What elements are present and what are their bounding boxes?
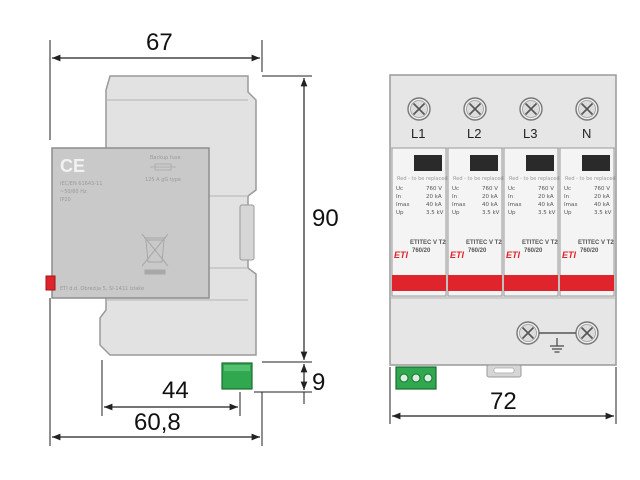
svg-text:Uc: Uc xyxy=(508,186,515,192)
terminal-block-front xyxy=(395,366,437,390)
svg-text:Imax: Imax xyxy=(396,202,410,208)
svg-text:3.5 kV: 3.5 kV xyxy=(426,210,444,216)
svg-text:Up: Up xyxy=(508,210,516,216)
side-view: CE Backup fuse 125 A gG type IEC/EN 6164… xyxy=(45,29,339,446)
terminal-label-n: N xyxy=(582,126,591,141)
svg-text:760 V: 760 V xyxy=(426,186,442,192)
ground-icon xyxy=(550,338,564,353)
eti-logo: ETI xyxy=(562,250,577,260)
svg-text:Red - to be replaced: Red - to be replaced xyxy=(509,176,560,182)
svg-text:Uc: Uc xyxy=(452,186,459,192)
frequency-label: ~50/60 Hz xyxy=(60,189,87,195)
protection-module-2: Red - to be replaced Uc 760 V In 20 kA Ima… xyxy=(447,147,504,297)
dim-60-8: 60,8 xyxy=(134,409,181,436)
svg-text:Red - to be replaced: Red - to be replaced xyxy=(397,176,448,182)
svg-text:760 V: 760 V xyxy=(594,186,610,192)
svg-text:760 V: 760 V xyxy=(538,186,554,192)
terminal-label-l2: L2 xyxy=(467,126,481,141)
svg-text:ETITEC V T2: ETITEC V T2 xyxy=(578,240,614,246)
svg-text:3.5 kV: 3.5 kV xyxy=(482,210,500,216)
dim-67: 67 xyxy=(146,29,173,56)
dim-9: 9 xyxy=(312,369,325,396)
manufacturer-address: ETI d.d. Obrezija 5, SI-1411 Izlake xyxy=(60,286,144,292)
svg-text:20 kA: 20 kA xyxy=(538,194,554,200)
svg-text:Uc: Uc xyxy=(564,186,571,192)
svg-text:Up: Up xyxy=(564,210,572,216)
svg-text:Imax: Imax xyxy=(564,202,578,208)
dim-44: 44 xyxy=(162,377,189,404)
svg-text:760/20: 760/20 xyxy=(580,248,599,254)
svg-text:20 kA: 20 kA xyxy=(594,194,610,200)
svg-text:20 kA: 20 kA xyxy=(482,194,498,200)
svg-text:Up: Up xyxy=(452,210,460,216)
svg-text:ETITEC V T2: ETITEC V T2 xyxy=(466,240,502,246)
screw-icon-l3 xyxy=(519,97,543,121)
side-front-face xyxy=(51,147,210,299)
protection-module-3: Red - to be replaced Uc 760 V In 20 kA Ima… xyxy=(503,147,560,297)
svg-text:760 V: 760 V xyxy=(482,186,498,192)
svg-text:In: In xyxy=(564,194,570,200)
terminal-label-l3: L3 xyxy=(523,126,537,141)
screw-icon-n xyxy=(575,97,599,121)
svg-text:Red - to be replaced: Red - to be replaced xyxy=(453,176,504,182)
svg-text:20 kA: 20 kA xyxy=(426,194,442,200)
protection-module-4: Red - to be replaced Uc 760 V In 20 kA Ima… xyxy=(559,147,616,297)
dim-72: 72 xyxy=(490,388,517,415)
weee-bin-icon xyxy=(141,233,169,275)
svg-text:Imax: Imax xyxy=(508,202,522,208)
svg-text:ETITEC V T2: ETITEC V T2 xyxy=(410,240,446,246)
svg-text:40 kA: 40 kA xyxy=(482,202,498,208)
eti-logo: ETI xyxy=(506,250,521,260)
eti-logo: ETI xyxy=(394,250,409,260)
svg-text:760/20: 760/20 xyxy=(524,248,543,254)
svg-text:In: In xyxy=(396,194,402,200)
svg-text:ETITEC V T2: ETITEC V T2 xyxy=(522,240,558,246)
svg-text:3.5 kV: 3.5 kV xyxy=(594,210,612,216)
backup-fuse-label: Backup fuse xyxy=(150,155,181,161)
svg-text:In: In xyxy=(508,194,514,200)
svg-text:In: In xyxy=(452,194,458,200)
standard-label: IEC/EN 61643-11 xyxy=(60,181,102,187)
din-clip xyxy=(239,204,255,261)
svg-text:Uc: Uc xyxy=(396,186,403,192)
svg-text:Imax: Imax xyxy=(452,202,466,208)
svg-text:40 kA: 40 kA xyxy=(538,202,554,208)
eti-logo: ETI xyxy=(450,250,465,260)
svg-text:3.5 kV: 3.5 kV xyxy=(538,210,556,216)
svg-text:40 kA: 40 kA xyxy=(594,202,610,208)
svg-text:760/20: 760/20 xyxy=(468,248,487,254)
terminal-label-l1: L1 xyxy=(411,126,425,141)
svg-text:Up: Up xyxy=(396,210,404,216)
screw-icon-l2 xyxy=(463,97,487,121)
fuse-rating: 125 A gG type xyxy=(145,177,181,183)
dim-90: 90 xyxy=(312,205,339,232)
protection-module-1: Red - to be replaced Uc 760 V In 20 kA Ima… xyxy=(391,147,448,297)
screw-icon-l1 xyxy=(407,97,431,121)
front-view: L1 L2 L3 N Red - to be replaced Uc 760 V … xyxy=(389,74,617,424)
svg-text:760/20: 760/20 xyxy=(412,248,431,254)
svg-text:Red - to be replaced: Red - to be replaced xyxy=(565,176,616,182)
ce-mark: CE xyxy=(60,156,85,176)
ip-rating-label: IP20 xyxy=(60,197,71,203)
screw-icon-pe-left xyxy=(516,321,540,345)
screw-icon-pe-right xyxy=(575,321,599,345)
svg-text:40 kA: 40 kA xyxy=(426,202,442,208)
